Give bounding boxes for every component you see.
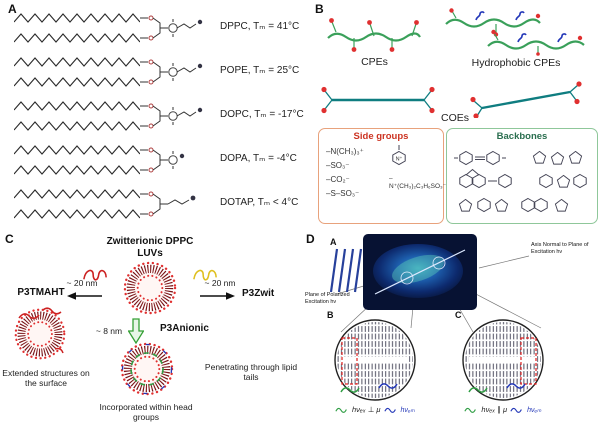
left-caption: Extended structures on the surface: [2, 368, 90, 389]
bottom-caption: Incorporated within head groups: [99, 402, 193, 423]
lipid-label-dppc: DPPC, Tₘ = 41°C: [220, 21, 300, 32]
right-distance-label: ~ 20 nm: [204, 278, 236, 288]
lipid-structure-dopa: [14, 145, 185, 175]
panel-b-label: B: [315, 2, 324, 16]
right-caption: Penetrating through lipid tails: [204, 362, 298, 383]
arrow-left: [67, 292, 102, 300]
lipid-structure-dopc: [14, 101, 203, 131]
p3anionic-label: P3Anionic: [160, 323, 209, 334]
side-groups-list: –N(CH₃)₃⁺ –SO₃⁻ –CO₂⁻ –S–SO₃⁻: [326, 145, 364, 201]
side-group-item: –S–SO₃⁻: [326, 189, 360, 198]
panel-c: C Zwitterionic DPPC LUVs ~ 20 nm P3TMAHT…: [0, 230, 302, 426]
lipid-structure-dppc: [14, 13, 203, 43]
fiber-lines: [329, 248, 363, 293]
cpes-label: CPEs: [361, 56, 388, 68]
coes-label: COEs: [440, 112, 469, 124]
lipid-row: [12, 8, 208, 53]
caption-b-text: hνₑₓ ⊥ μ: [352, 405, 381, 414]
side-group-item: –SO₃⁻: [326, 161, 350, 170]
lipid-row: [12, 140, 208, 185]
bilayer-view-c: [462, 319, 544, 401]
side-group-item: –N(CH₃)₃⁺: [326, 147, 364, 156]
lipid-structure-dotap: [14, 189, 196, 219]
hydrophobic-cpes-label: Hydrophobic CPEs: [471, 57, 561, 69]
side-groups-box: Side groups –N(CH₃)₃⁺ –SO₃⁻ –CO₂⁻ –S–SO₃…: [318, 128, 447, 224]
excitation-caption-b: hνₑₓ ⊥ μ hνₑₘ: [323, 405, 427, 414]
lipid-row: [12, 184, 208, 229]
liposome-p3tmaht: [10, 304, 70, 364]
emission-squiggle-icon: [510, 407, 523, 413]
side-groups-title: Side groups: [353, 131, 409, 142]
p3tmaht-label: P3TMAHT: [17, 287, 65, 298]
liposome-dppc: [119, 257, 181, 319]
left-annotation: Plane of Polarized Excitation hν: [305, 292, 350, 305]
arrow-down-green: [128, 318, 144, 344]
backbone-structures: [454, 150, 587, 212]
panel-d-label: D: [306, 232, 315, 246]
lipid-label-dopa: DOPA, Tₘ = -4°C: [220, 153, 297, 164]
cpe-schematic: [327, 18, 421, 52]
excitation-squiggle-icon: [464, 407, 477, 413]
sulfobetaine-formula: –N⁺(CH₃)₂C₃H₆SO₃⁻: [389, 175, 447, 191]
left-distance-label: ~ 20 nm: [66, 278, 98, 288]
panel-c-label: C: [5, 232, 14, 246]
panel-a-label: A: [8, 2, 17, 16]
panel-d-sub-b: B: [327, 310, 334, 320]
liposome-p3anionic: [116, 338, 178, 400]
bottom-distance-label: ~ 8 nm: [95, 326, 123, 336]
lipid-structure-pope: [14, 57, 203, 87]
bilayer-view-b: [334, 319, 416, 401]
polarized-microscopy-image: [363, 234, 477, 310]
pyridinium-n-label: N⁺: [396, 156, 403, 163]
panel-a: A DPPC, Tₘ = 41°C POPE,: [6, 2, 308, 228]
side-group-item: –CO₂⁻: [326, 175, 350, 184]
excitation-squiggle-icon: [335, 407, 347, 413]
p3zwit-label: P3Zwit: [242, 288, 275, 299]
emission-label: hνₑₘ: [527, 406, 542, 414]
right-annotation: Axis Normal to Plane of Excitation hν: [531, 242, 589, 255]
lipid-row: [12, 52, 208, 97]
hydrophobic-cpe-schematic: [445, 8, 585, 56]
backbones-box: Backbones: [446, 128, 598, 224]
emission-label: hνₑₘ: [400, 406, 415, 414]
coe-schematic-1: [321, 86, 435, 114]
excitation-caption-c: hνₑₓ ∥ μ hνₑₘ: [451, 405, 555, 414]
backbones-title: Backbones: [496, 131, 548, 142]
panel-b: B CPEs Hydrophobic CPEs: [312, 0, 598, 228]
emission-squiggle-icon: [383, 407, 396, 413]
side-groups-structures: N⁺ –N⁺(CH₃)₂C₃H₆SO₃⁻: [389, 145, 447, 192]
arrow-right: [200, 292, 235, 300]
caption-c-text: hνₑₓ ∥ μ: [481, 405, 508, 414]
panel-d-sub-c: C: [455, 310, 462, 320]
lipid-label-dotap: DOTAP, Tₘ < 4°C: [220, 197, 299, 208]
lipid-label-dopc: DOPC, Tₘ = -17°C: [220, 109, 304, 120]
pyridinium-ring: N⁺: [392, 145, 406, 165]
lipid-label-pope: POPE, Tₘ = 25°C: [220, 65, 300, 76]
coe-schematic-2: [470, 81, 582, 118]
dppc-luv-title: Zwitterionic DPPC LUVs: [106, 236, 194, 259]
lipid-row: [12, 96, 208, 141]
panel-d-sub-a: A: [330, 237, 337, 247]
panel-d: D A: [303, 228, 600, 426]
